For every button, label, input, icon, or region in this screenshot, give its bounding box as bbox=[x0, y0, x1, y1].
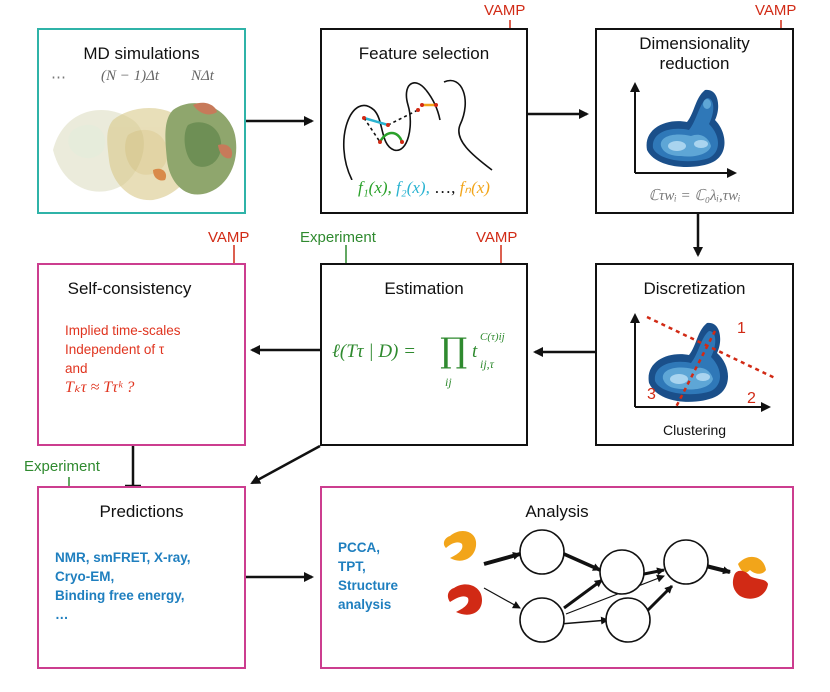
feature-f2: f₂(x), bbox=[396, 178, 430, 197]
predictions-title: Predictions bbox=[99, 502, 184, 521]
prediction-item: Binding free energy, bbox=[55, 588, 185, 603]
feature-selection-box: Feature selection f₁(x), f₂(x), …, fₙ(x) bbox=[320, 28, 528, 214]
analysis-item: analysis bbox=[338, 597, 392, 612]
analysis-list: PCCA, TPT, Structure analysis bbox=[338, 538, 398, 614]
discretization-caption: Clustering bbox=[662, 422, 727, 438]
likelihood-term-sup: C(τ)ij bbox=[480, 331, 505, 343]
likelihood-term-sub: ij,τ bbox=[480, 357, 494, 371]
arrow-estimation-to-predictions bbox=[250, 444, 321, 485]
criterion-independent-tau: Independent of τ bbox=[65, 342, 165, 357]
feature-functions: f₁(x), f₂(x), …, fₙ(x) bbox=[322, 178, 526, 198]
analysis-item: PCCA, bbox=[338, 540, 381, 555]
feature-fn: fₙ(x) bbox=[459, 178, 490, 197]
vamp-label-feature: VAMP bbox=[484, 2, 526, 19]
feature-molecule-sketch bbox=[343, 79, 493, 180]
dimred-density-plot bbox=[630, 82, 737, 178]
experiment-label-estimation: Experiment bbox=[300, 229, 376, 246]
prediction-item: … bbox=[55, 607, 69, 622]
likelihood-lhs: ℓ(Tτ | D) = bbox=[332, 341, 416, 362]
state-node bbox=[519, 529, 565, 575]
predictions-list: NMR, smFRET, X-ray, Cryo-EM, Binding fre… bbox=[55, 548, 191, 624]
discretization-box: Discretization 1 2 3 Clustering bbox=[595, 263, 794, 446]
estimation-box: Estimation ℓ(Tτ | D) = ∏ ij t ij,τ C(τ)i… bbox=[320, 263, 528, 446]
product-shape-orange bbox=[738, 556, 766, 574]
md-time-n-minus-1: (N − 1)Δt bbox=[101, 68, 160, 84]
reactant-shape-orange bbox=[443, 531, 477, 561]
analysis-title: Analysis bbox=[525, 502, 589, 521]
estimation-title: Estimation bbox=[384, 279, 464, 298]
state-node bbox=[605, 597, 651, 643]
likelihood-equation: ℓ(Tτ | D) = ∏ ij t ij,τ C(τ)ij bbox=[332, 331, 522, 401]
feature-selection-title: Feature selection bbox=[358, 44, 490, 63]
likelihood-product: ∏ bbox=[440, 331, 468, 371]
md-simulations-title: MD simulations bbox=[83, 44, 200, 63]
predictions-box: Predictions NMR, smFRET, X-ray, Cryo-EM,… bbox=[37, 486, 246, 669]
prediction-item: Cryo-EM, bbox=[55, 569, 115, 584]
product-shape-red bbox=[732, 570, 768, 599]
analysis-box: Analysis PCCA, TPT, Structure analysis bbox=[320, 486, 794, 669]
state-node bbox=[663, 539, 709, 585]
likelihood-term: t bbox=[472, 341, 478, 362]
criterion-ck-test: Tₖτ ≈ Tτᵏ ? bbox=[65, 379, 135, 396]
vamp-label-dimred: VAMP bbox=[755, 2, 797, 19]
vamp-label-estimation: VAMP bbox=[476, 229, 518, 246]
criterion-implied-timescales: Implied time-scales bbox=[65, 323, 181, 338]
self-consistency-title: Self-consistency bbox=[67, 279, 192, 298]
dimensionality-reduction-box: Dimensionality reduction ℂτwᵢ = ℂ₀λᵢ,τwᵢ bbox=[595, 28, 794, 214]
dimred-title-line2: reduction bbox=[659, 54, 730, 73]
experiment-label-predictions: Experiment bbox=[24, 458, 100, 475]
vamp-label-selfconsistency: VAMP bbox=[208, 229, 250, 246]
dimred-equation: ℂτwᵢ = ℂ₀λᵢ,τwᵢ bbox=[648, 188, 741, 204]
protein-structure-image bbox=[53, 102, 237, 201]
self-consistency-box: Self-consistency Implied time-scales Ind… bbox=[37, 263, 246, 446]
discretization-title: Discretization bbox=[643, 279, 746, 298]
likelihood-product-sub: ij bbox=[445, 375, 452, 389]
dimred-title-line1: Dimensionality bbox=[639, 34, 750, 53]
cluster-label-1: 1 bbox=[737, 320, 746, 337]
prediction-item: NMR, smFRET, X-ray, bbox=[55, 550, 191, 565]
state-node bbox=[599, 549, 645, 595]
cluster-label-3: 3 bbox=[647, 386, 656, 403]
feature-ellipsis: …, bbox=[434, 178, 456, 197]
feature-f1: f₁(x), bbox=[358, 178, 392, 197]
analysis-item: TPT, bbox=[338, 559, 366, 574]
md-time-n: NΔt bbox=[191, 68, 214, 84]
criterion-and: and bbox=[65, 361, 88, 376]
md-simulations-box: MD simulations ⋯ (N − 1)Δt NΔt bbox=[37, 28, 246, 214]
analysis-item: Structure bbox=[338, 578, 399, 593]
cluster-label-2: 2 bbox=[747, 390, 756, 407]
state-node bbox=[519, 597, 565, 643]
md-dots: ⋯ bbox=[51, 69, 66, 86]
reactant-shape-red bbox=[447, 584, 482, 615]
self-consistency-criteria: Implied time-scales Independent of τ and… bbox=[65, 321, 181, 397]
transition-network bbox=[443, 529, 768, 643]
discretization-cluster-plot: 1 2 3 bbox=[630, 313, 778, 412]
